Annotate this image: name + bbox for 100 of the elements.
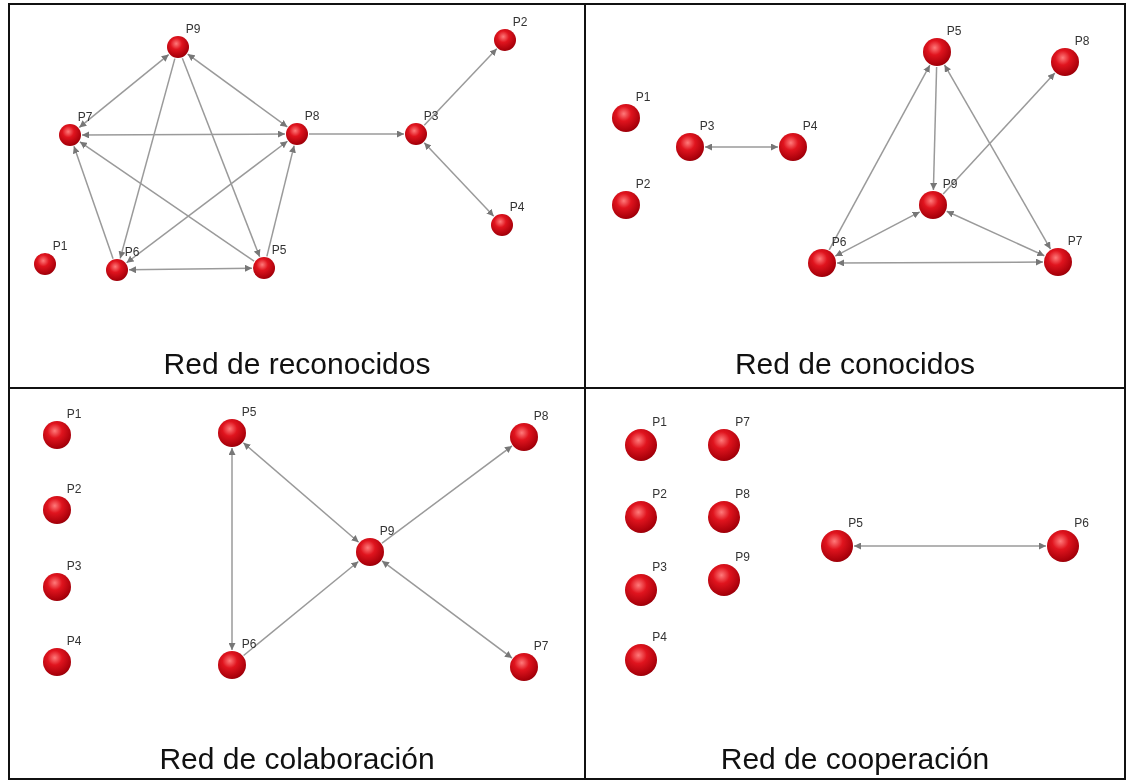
- sphere-node: [625, 429, 657, 461]
- panel: [8, 387, 586, 780]
- arrow: [853, 542, 1047, 550]
- sphere-node: [59, 124, 81, 146]
- sphere-node: [218, 419, 246, 447]
- sphere-node: [43, 648, 71, 676]
- node-label: P1: [635, 91, 651, 103]
- sphere-node: [218, 651, 246, 679]
- sphere-node: [625, 574, 657, 606]
- sphere-node: [491, 214, 513, 236]
- panel: [8, 3, 586, 389]
- panel-caption: Red de conocidos: [734, 347, 976, 381]
- node-label: P6: [831, 236, 847, 248]
- sphere-node: [708, 501, 740, 533]
- node-label: P8: [1074, 35, 1090, 47]
- node-label: P2: [512, 16, 528, 28]
- node-label: P8: [533, 410, 549, 422]
- node-label: P7: [735, 416, 750, 428]
- panel: [584, 387, 1126, 780]
- sphere-node: [625, 644, 657, 676]
- arrow: [181, 57, 261, 258]
- arrow: [81, 130, 286, 139]
- sphere-node: [612, 104, 640, 132]
- arrow: [125, 140, 289, 264]
- sphere-node: [612, 191, 640, 219]
- arrow: [943, 64, 1052, 250]
- node-label: P7: [533, 640, 549, 652]
- node-label: P8: [735, 488, 750, 500]
- node-label: P3: [699, 120, 715, 132]
- arrow: [242, 442, 360, 543]
- node-label: P5: [946, 25, 962, 37]
- sphere-node: [286, 123, 308, 145]
- sphere-node: [1051, 48, 1079, 76]
- node-label: P4: [509, 201, 525, 213]
- node-label: P9: [942, 178, 958, 190]
- arrow: [381, 560, 513, 659]
- node-label: P6: [124, 246, 140, 258]
- node-label: P2: [66, 483, 82, 495]
- arrow: [704, 143, 779, 151]
- sphere-node: [808, 249, 836, 277]
- sphere-node: [919, 191, 947, 219]
- sphere-node: [779, 133, 807, 161]
- node-label: P8: [304, 110, 320, 122]
- node-label: P3: [66, 560, 82, 572]
- arrow: [118, 57, 176, 260]
- arrow: [828, 64, 931, 251]
- node-label: P3: [652, 561, 667, 573]
- sphere-node: [34, 253, 56, 275]
- node-label: P5: [241, 406, 257, 418]
- sphere-node: [43, 421, 71, 449]
- arrow: [228, 447, 236, 651]
- node-label: P4: [802, 120, 818, 132]
- panel-caption: Red de colaboración: [159, 742, 435, 776]
- node-label: P9: [735, 551, 750, 563]
- arrow: [834, 211, 921, 257]
- arrow: [128, 264, 253, 274]
- sphere-node: [106, 259, 128, 281]
- arrow: [942, 72, 1056, 195]
- sphere-node: [923, 38, 951, 66]
- arrow: [79, 141, 255, 262]
- sphere-node: [494, 29, 516, 51]
- node-label: P9: [185, 23, 201, 35]
- sphere-node: [253, 257, 275, 279]
- sphere-node: [167, 36, 189, 58]
- arrow: [836, 258, 1044, 267]
- sphere-node: [405, 123, 427, 145]
- node-label: P6: [241, 638, 257, 650]
- sphere-node: [1047, 530, 1079, 562]
- sphere-node: [625, 501, 657, 533]
- node-label: P4: [652, 631, 667, 643]
- arrow: [381, 445, 513, 544]
- node-label: P2: [652, 488, 667, 500]
- node-label: P9: [379, 525, 395, 537]
- node-label: P4: [66, 635, 82, 647]
- arrow: [266, 144, 296, 258]
- node-label: P6: [1074, 517, 1089, 529]
- arrow: [423, 47, 498, 127]
- sphere-node: [510, 653, 538, 681]
- node-label: P5: [848, 517, 863, 529]
- arrow: [423, 141, 495, 218]
- sphere-node: [708, 564, 740, 596]
- node-label: P5: [271, 244, 287, 256]
- arrow: [930, 66, 938, 191]
- sphere-node: [43, 573, 71, 601]
- node-label: P2: [635, 178, 651, 190]
- node-label: P1: [652, 416, 667, 428]
- sphere-node: [356, 538, 384, 566]
- node-label: P1: [52, 240, 68, 252]
- node-label: P3: [423, 110, 439, 122]
- sphere-node: [1044, 248, 1072, 276]
- arrow: [78, 53, 170, 129]
- arrow: [186, 53, 289, 128]
- sphere-node: [708, 429, 740, 461]
- sphere-node: [510, 423, 538, 451]
- sphere-node: [821, 530, 853, 562]
- panel: [584, 3, 1126, 389]
- arrow: [242, 560, 360, 657]
- panel-caption: Red de reconocidos: [163, 347, 431, 381]
- node-label: P1: [66, 408, 82, 420]
- node-label: P7: [1067, 235, 1083, 247]
